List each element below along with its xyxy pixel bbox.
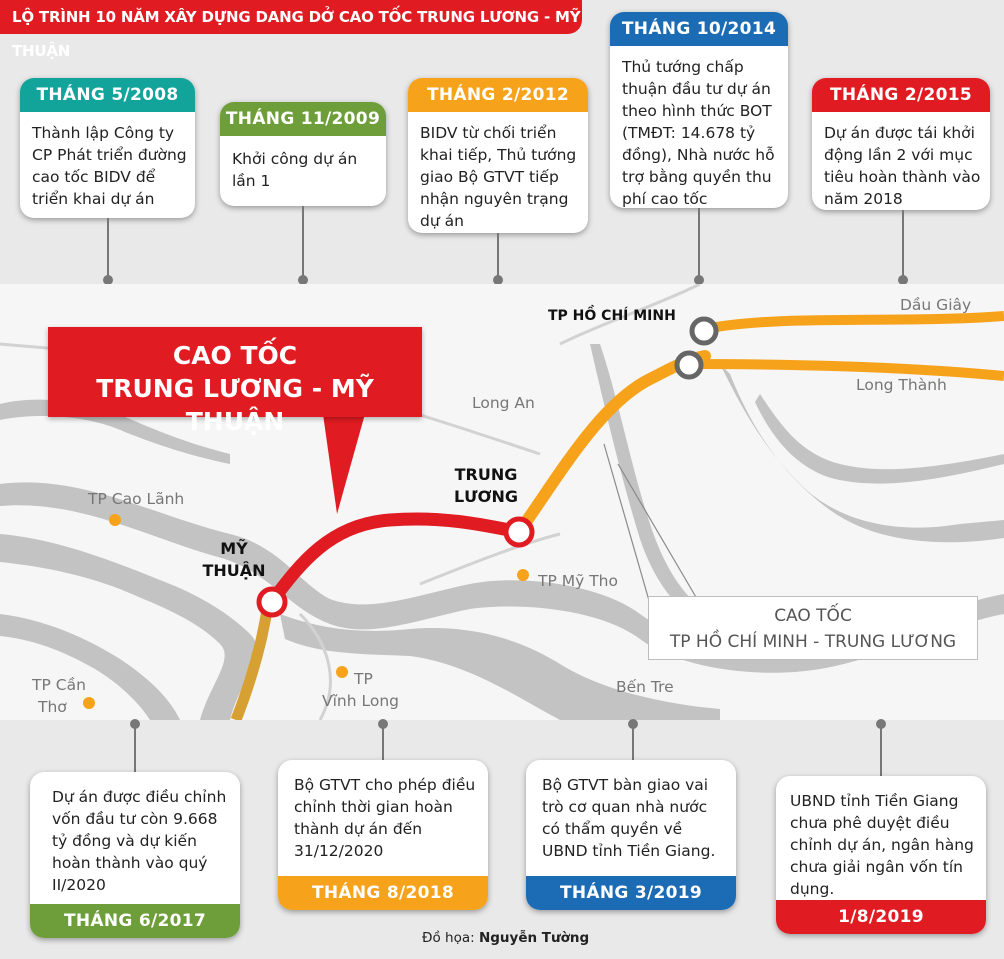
label-vinh-long: TP Vĩnh Long — [322, 668, 399, 712]
label-trung-luong: TRUNG LƯƠNG — [448, 464, 524, 508]
label-ben-tre: Bến Tre — [616, 678, 674, 696]
event-card-2008-05: THÁNG 5/2008 Thành lập Công ty CP Phát t… — [20, 78, 195, 218]
credit-label: Đồ họa: — [422, 930, 475, 946]
event-text: Thủ tướng chấp thuận đầu tư dự án theo h… — [622, 58, 775, 208]
label-trung-luong-line-2: LƯƠNG — [453, 487, 519, 506]
event-card-2017-06: Dự án được điều chỉnh vốn đầu tư còn 9.6… — [30, 772, 240, 938]
label-my-thuan-line-1: MỸ — [220, 539, 248, 558]
page-title: LỘ TRÌNH 10 NĂM XÂY DỰNG DANG DỞ CAO TỐC… — [0, 0, 582, 60]
label-dau-giay: Dầu Giây — [900, 296, 972, 314]
label-can-tho: TP Cần Thơ — [32, 674, 86, 718]
route-map — [0, 284, 1004, 720]
label-cao-lanh: TP Cao Lãnh — [88, 490, 185, 508]
event-date: THÁNG 5/2008 — [20, 78, 195, 112]
event-text: Bộ GTVT cho phép điều chỉnh thời gian ho… — [294, 776, 476, 860]
timeline-stem — [130, 719, 140, 786]
event-text: Thành lập Công ty CP Phát triển đường ca… — [32, 124, 187, 208]
label-vinh-long-line-1: TP — [354, 670, 373, 688]
label-hcm: TP HỒ CHÍ MINH — [548, 308, 676, 324]
credit-name: Nguyễn Tường — [478, 930, 590, 946]
event-card-2009-11: THÁNG 11/2009 Khởi công dự án lần 1 — [220, 102, 386, 206]
timeline-stem — [103, 218, 113, 285]
event-text: Bộ GTVT bàn giao vai trò cơ quan nhà nướ… — [542, 776, 716, 860]
event-text: Dự án được tái khởi động lần 2 với mục t… — [824, 124, 981, 208]
timeline-stem — [628, 719, 638, 772]
hcm-trung-luong-label-box: CAO TỐC TP HỒ CHÍ MINH - TRUNG LƯƠNG — [648, 596, 978, 660]
event-card-2012-02: THÁNG 2/2012 BIDV từ chối triển khai tiế… — [408, 78, 588, 233]
event-text: UBND tỉnh Tiền Giang chưa phê duyệt điều… — [790, 792, 974, 898]
event-date: THÁNG 2/2012 — [408, 78, 588, 112]
label-can-tho-line-1: TP Cần — [32, 676, 86, 694]
label-long-thanh: Long Thành — [856, 376, 947, 394]
event-text: Dự án được điều chỉnh vốn đầu tư còn 9.6… — [52, 788, 227, 894]
event-date: THÁNG 6/2017 — [30, 904, 240, 938]
label-my-thuan: MỸ THUẬN — [196, 538, 272, 582]
hcm-box-line-1: CAO TỐC — [774, 606, 852, 626]
event-card-2014-10: THÁNG 10/2014 Thủ tướng chấp thuận đầu t… — [610, 12, 788, 208]
label-can-tho-line-2: Thơ — [38, 698, 67, 716]
graphic-credit: Đồ họa: Nguyễn Tường — [422, 930, 589, 946]
event-card-2018-08: Bộ GTVT cho phép điều chỉnh thời gian ho… — [278, 760, 488, 910]
event-date: THÁNG 3/2019 — [526, 876, 736, 910]
label-my-tho: TP Mỹ Tho — [538, 572, 618, 590]
event-card-2015-02: THÁNG 2/2015 Dự án được tái khởi động lầ… — [812, 78, 990, 210]
event-date: THÁNG 2/2015 — [812, 78, 990, 112]
timeline-stem — [898, 210, 908, 285]
label-my-thuan-line-2: THUẬN — [202, 561, 266, 580]
label-long-an: Long An — [472, 394, 535, 412]
timeline-stem — [378, 719, 388, 772]
timeline-stem — [876, 719, 886, 782]
event-date: THÁNG 10/2014 — [610, 12, 788, 46]
label-vinh-long-line-2: Vĩnh Long — [322, 692, 399, 710]
event-card-2019-03: Bộ GTVT bàn giao vai trò cơ quan nhà nướ… — [526, 760, 736, 910]
label-trung-luong-line-1: TRUNG — [454, 465, 518, 484]
event-card-2019-08-01: UBND tỉnh Tiền Giang chưa phê duyệt điều… — [776, 776, 986, 934]
timeline-stem — [694, 208, 704, 285]
event-date: THÁNG 11/2009 — [220, 102, 386, 136]
callout-line-1: CAO TỐC — [172, 341, 298, 370]
event-text: Khởi công dự án lần 1 — [232, 150, 358, 190]
route-callout: CAO TỐC TRUNG LƯƠNG - MỸ THUẬN — [48, 327, 422, 436]
event-date: THÁNG 8/2018 — [278, 876, 488, 910]
timeline-stem — [493, 233, 503, 285]
event-date: 1/8/2019 — [776, 900, 986, 934]
timeline-stem — [298, 206, 308, 285]
hcm-box-line-2: TP HỒ CHÍ MINH - TRUNG LƯƠNG — [669, 632, 957, 652]
callout-line-2: TRUNG LƯƠNG - MỸ THUẬN — [96, 374, 374, 436]
event-text: BIDV từ chối triển khai tiếp, Thủ tướng … — [420, 124, 577, 230]
